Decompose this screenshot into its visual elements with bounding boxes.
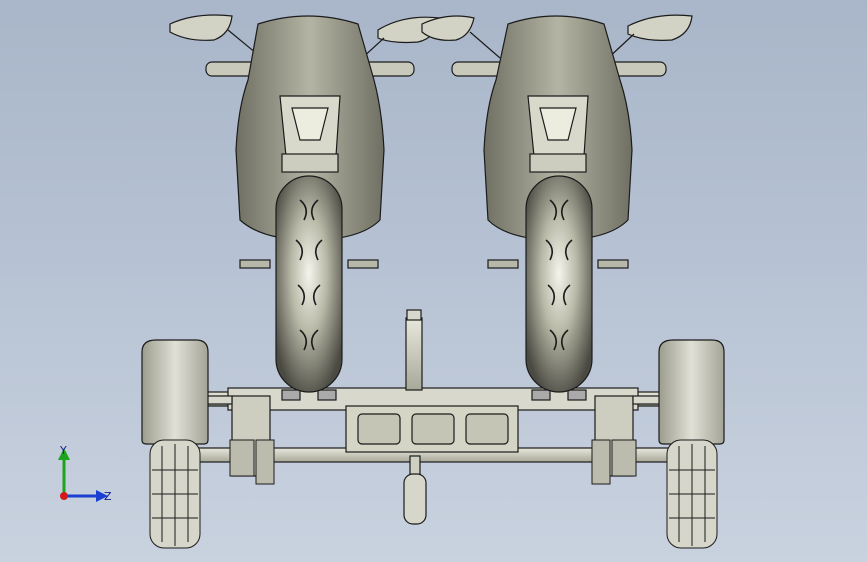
z-axis-arrowhead bbox=[96, 490, 108, 502]
footpeg-left bbox=[487, 259, 519, 269]
rear-tire bbox=[525, 175, 593, 393]
clamp-right-2 bbox=[567, 389, 587, 401]
jockey-wheel bbox=[403, 309, 427, 525]
license-holder bbox=[529, 153, 587, 173]
tail-light bbox=[291, 107, 329, 141]
mirror-left bbox=[169, 14, 233, 41]
motorcycle-left bbox=[169, 14, 441, 393]
jockey-handle bbox=[406, 309, 422, 321]
mirror-left bbox=[421, 15, 475, 41]
z-axis-label: Z bbox=[104, 490, 112, 503]
motorcycle-right bbox=[421, 14, 693, 393]
clamp-left-2 bbox=[317, 389, 337, 401]
footpeg-right bbox=[597, 259, 629, 269]
tail-light bbox=[539, 107, 577, 141]
footpeg-left bbox=[239, 259, 271, 269]
jockey-post bbox=[405, 317, 423, 391]
trailer-wheel-right bbox=[666, 439, 718, 549]
left-fender bbox=[141, 339, 209, 445]
suspension-left bbox=[229, 439, 275, 485]
y-axis-arrowhead bbox=[58, 448, 70, 460]
license-holder bbox=[281, 153, 339, 173]
mirror-right bbox=[627, 14, 693, 41]
right-fender bbox=[658, 339, 725, 445]
rear-tire bbox=[275, 175, 343, 393]
plate-panel-1 bbox=[357, 413, 401, 445]
clamp-left-1 bbox=[281, 389, 301, 401]
y-axis-label: Y bbox=[59, 444, 67, 457]
clamp-right-1 bbox=[531, 389, 551, 401]
plate-panel-2 bbox=[411, 413, 455, 445]
coordinate-triad: Y Z bbox=[58, 444, 112, 503]
triad-origin bbox=[60, 492, 68, 500]
jockey-lower-post bbox=[409, 455, 421, 477]
trailer-wheel-left bbox=[149, 439, 201, 549]
jockey-wheel-tire bbox=[403, 473, 427, 525]
plate-panel-3 bbox=[465, 413, 509, 445]
footpeg-right bbox=[347, 259, 379, 269]
suspension-right bbox=[591, 439, 637, 485]
